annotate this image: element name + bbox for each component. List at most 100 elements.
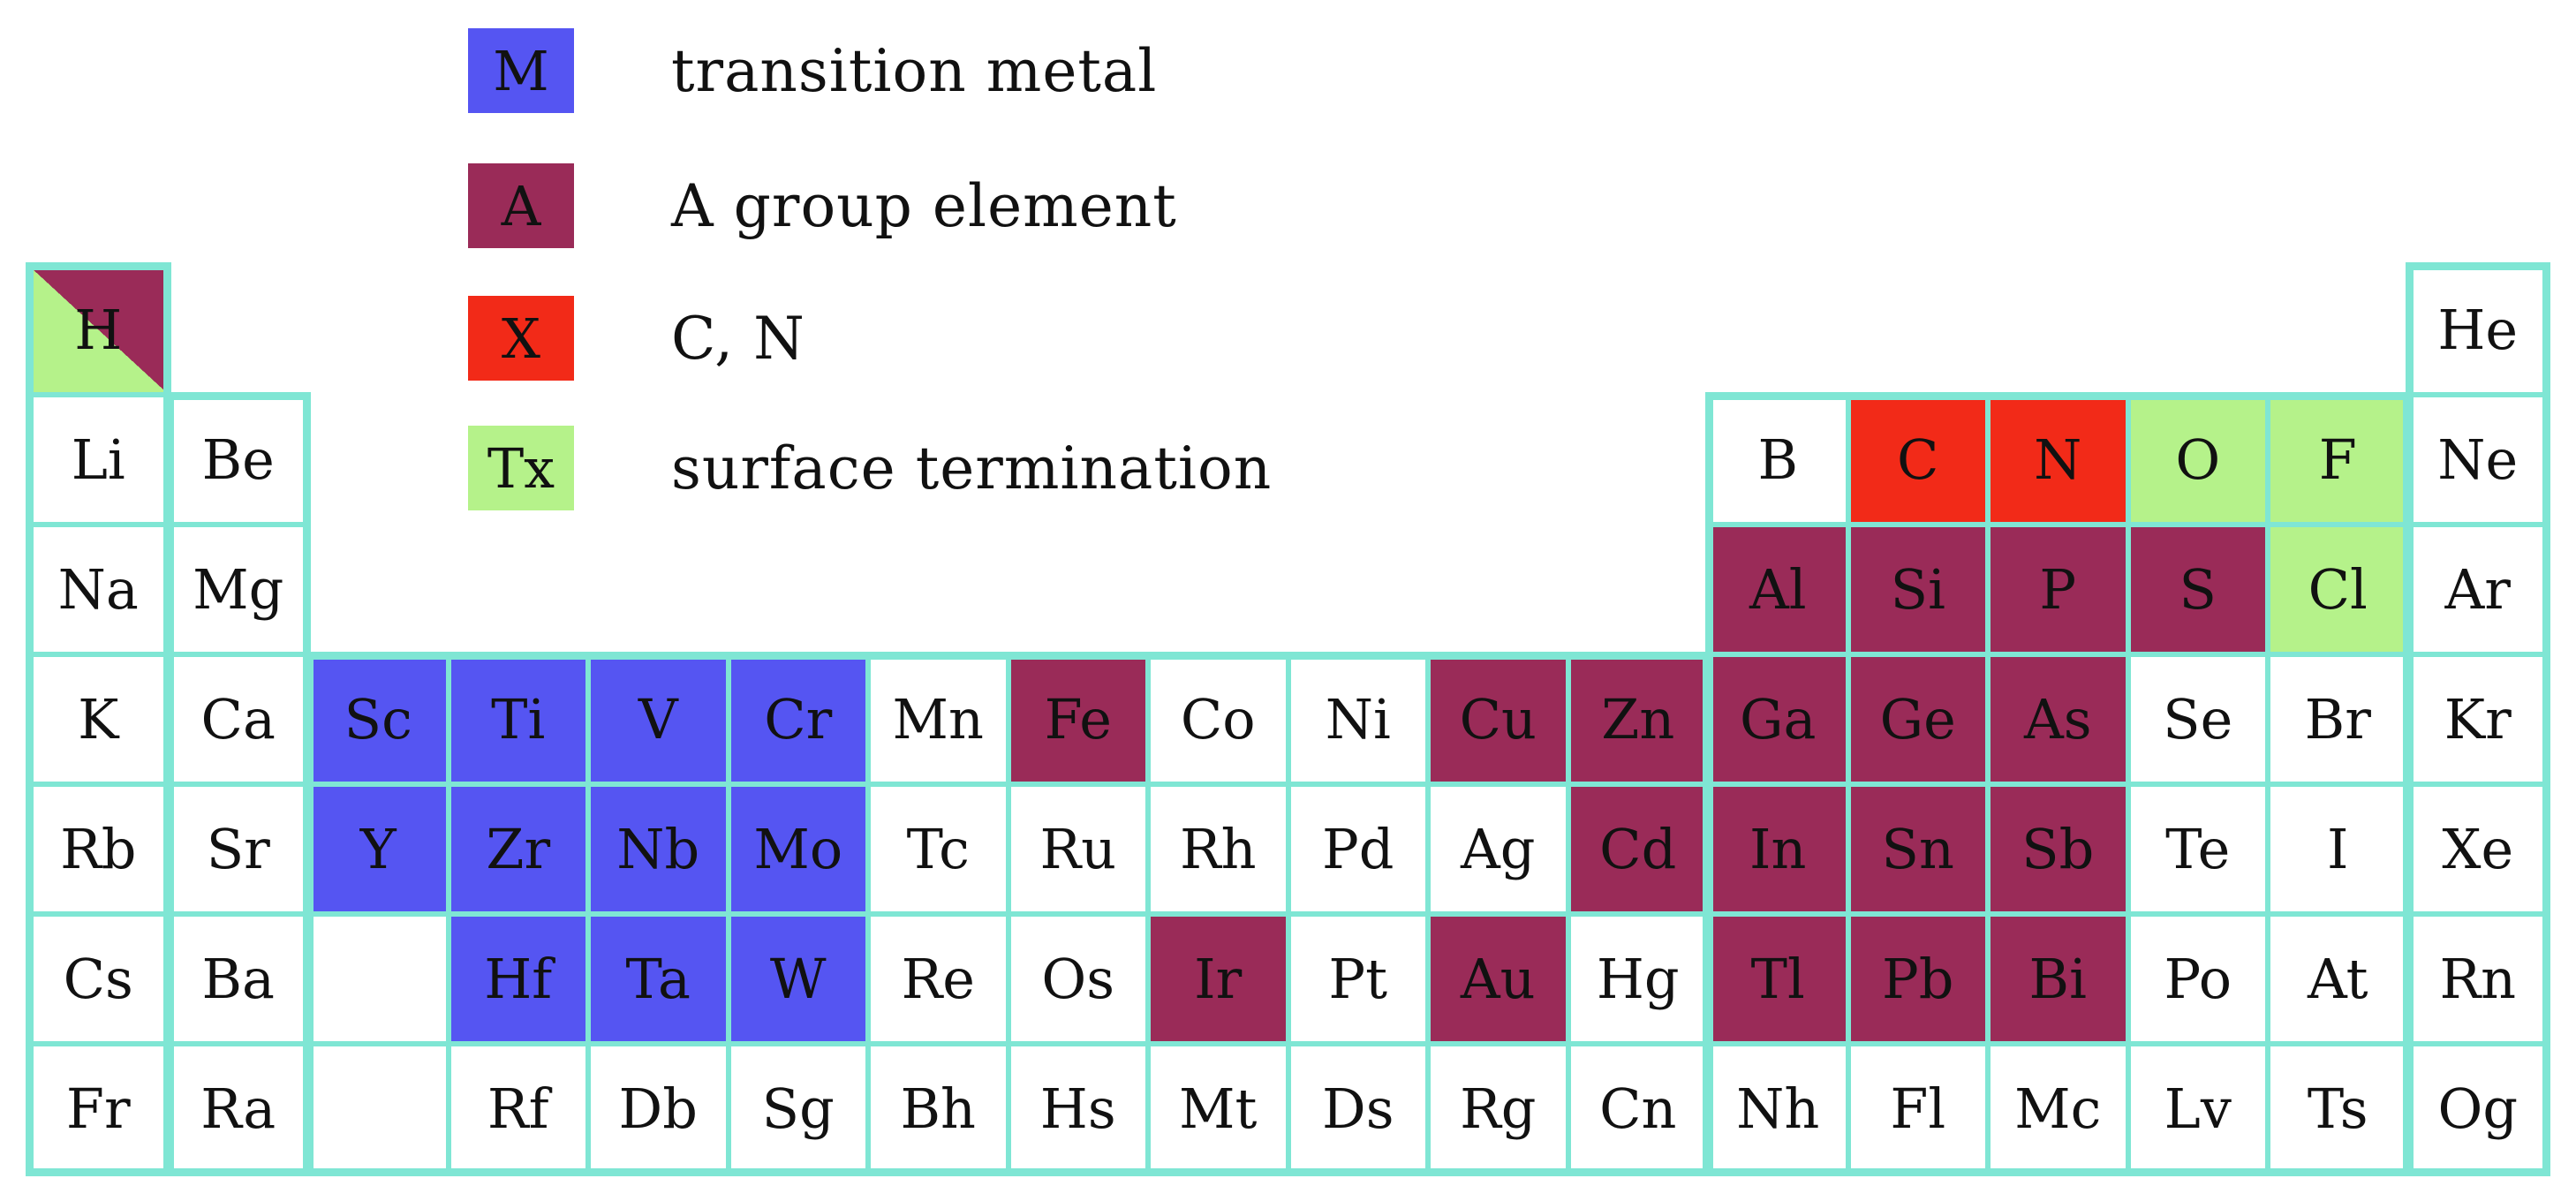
element-cell-cn: Cn <box>1568 1044 1708 1174</box>
element-cell-sc: Sc <box>308 654 449 784</box>
element-cell-ra: Ra <box>168 1044 308 1174</box>
element-cell-o: O <box>2127 395 2268 525</box>
element-cell-ga: Ga <box>1708 654 1848 784</box>
element-cell-na: Na <box>28 525 169 654</box>
element-cell-ne: Ne <box>2407 395 2548 525</box>
element-cell-hs: Hs <box>1008 1044 1148 1174</box>
element-cell-hf: Hf <box>448 914 588 1044</box>
legend-item-x-element: X C, N <box>468 296 805 381</box>
element-cell-ca: Ca <box>168 654 308 784</box>
element-cell-rg: Rg <box>1428 1044 1568 1174</box>
legend-label: surface termination <box>671 434 1273 502</box>
element-cell-rn: Rn <box>2407 914 2548 1044</box>
element-cell-tc: Tc <box>868 784 1008 914</box>
element-cell-rf: Rf <box>448 1044 588 1174</box>
element-cell-zn: Zn <box>1568 654 1708 784</box>
legend-swatch: M <box>468 28 574 113</box>
element-cell-rh: Rh <box>1148 784 1288 914</box>
element-cell-mc: Mc <box>1988 1044 2128 1174</box>
element-cell-sb: Sb <box>1988 784 2128 914</box>
legend-item-a-group: A A group element <box>468 163 1177 248</box>
element-cell-s: S <box>2127 525 2268 654</box>
element-cell-n: N <box>1988 395 2128 525</box>
element-cell-nb: Nb <box>588 784 729 914</box>
element-cell-po: Po <box>2127 914 2268 1044</box>
element-cell-ru: Ru <box>1008 784 1148 914</box>
element-cell-b: B <box>1708 395 1848 525</box>
element-cell-lv: Lv <box>2127 1044 2268 1174</box>
element-cell-sn: Sn <box>1847 784 1988 914</box>
element-cell-h: H <box>28 265 169 395</box>
element-cell-ts: Ts <box>2268 1044 2408 1174</box>
element-cell-cr: Cr <box>728 654 868 784</box>
element-cell-tl: Tl <box>1708 914 1848 1044</box>
element-cell-as: As <box>1988 654 2128 784</box>
element-cell-nh: Nh <box>1708 1044 1848 1174</box>
element-cell-xe: Xe <box>2407 784 2548 914</box>
element-cell-rb: Rb <box>28 784 169 914</box>
element-cell-sg: Sg <box>728 1044 868 1174</box>
element-cell-in: In <box>1708 784 1848 914</box>
element-cell-kr: Kr <box>2407 654 2548 784</box>
legend-swatch: X <box>468 296 574 381</box>
element-cell-empty <box>308 914 449 1044</box>
legend-label: C, N <box>671 304 805 373</box>
element-cell-at: At <box>2268 914 2408 1044</box>
element-cell-w: W <box>728 914 868 1044</box>
element-cell-cd: Cd <box>1568 784 1708 914</box>
legend-label: A group element <box>671 171 1177 240</box>
element-cell-mt: Mt <box>1148 1044 1288 1174</box>
element-cell-os: Os <box>1008 914 1148 1044</box>
element-cell-y: Y <box>308 784 449 914</box>
legend-swatch: A <box>468 163 574 248</box>
element-cell-cu: Cu <box>1428 654 1568 784</box>
element-cell-ar: Ar <box>2407 525 2548 654</box>
element-cell-bi: Bi <box>1988 914 2128 1044</box>
element-cell-ds: Ds <box>1288 1044 1428 1174</box>
element-cell-bh: Bh <box>868 1044 1008 1174</box>
element-cell-co: Co <box>1148 654 1288 784</box>
element-cell-pt: Pt <box>1288 914 1428 1044</box>
element-cell-db: Db <box>588 1044 729 1174</box>
element-cell-cs: Cs <box>28 914 169 1044</box>
legend-label: transition metal <box>671 36 1158 105</box>
element-cell-mn: Mn <box>868 654 1008 784</box>
element-cell-pb: Pb <box>1847 914 1988 1044</box>
element-cell-ge: Ge <box>1847 654 1988 784</box>
element-cell-mo: Mo <box>728 784 868 914</box>
element-cell-si: Si <box>1847 525 1988 654</box>
element-cell-ta: Ta <box>588 914 729 1044</box>
legend-swatch: Tx <box>468 426 574 510</box>
element-cell-he: He <box>2407 265 2548 395</box>
element-cell-re: Re <box>868 914 1008 1044</box>
element-cell-be: Be <box>168 395 308 525</box>
element-cell-br: Br <box>2268 654 2408 784</box>
element-cell-k: K <box>28 654 169 784</box>
element-cell-ti: Ti <box>448 654 588 784</box>
element-cell-ag: Ag <box>1428 784 1568 914</box>
element-cell-og: Og <box>2407 1044 2548 1174</box>
element-cell-fe: Fe <box>1008 654 1148 784</box>
element-cell-p: P <box>1988 525 2128 654</box>
element-cell-empty <box>308 1044 449 1174</box>
element-cell-zr: Zr <box>448 784 588 914</box>
element-cell-pd: Pd <box>1288 784 1428 914</box>
element-cell-al: Al <box>1708 525 1848 654</box>
element-cell-sr: Sr <box>168 784 308 914</box>
element-cell-f: F <box>2268 395 2408 525</box>
element-cell-fr: Fr <box>28 1044 169 1174</box>
element-cell-c: C <box>1847 395 1988 525</box>
element-cell-ni: Ni <box>1288 654 1428 784</box>
element-cell-ir: Ir <box>1148 914 1288 1044</box>
element-cell-au: Au <box>1428 914 1568 1044</box>
legend-item-termination: Tx surface termination <box>468 426 1272 510</box>
element-cell-li: Li <box>28 395 169 525</box>
element-cell-cl: Cl <box>2268 525 2408 654</box>
element-cell-fl: Fl <box>1847 1044 1988 1174</box>
element-cell-te: Te <box>2127 784 2268 914</box>
element-cell-ba: Ba <box>168 914 308 1044</box>
element-cell-mg: Mg <box>168 525 308 654</box>
element-cell-i: I <box>2268 784 2408 914</box>
